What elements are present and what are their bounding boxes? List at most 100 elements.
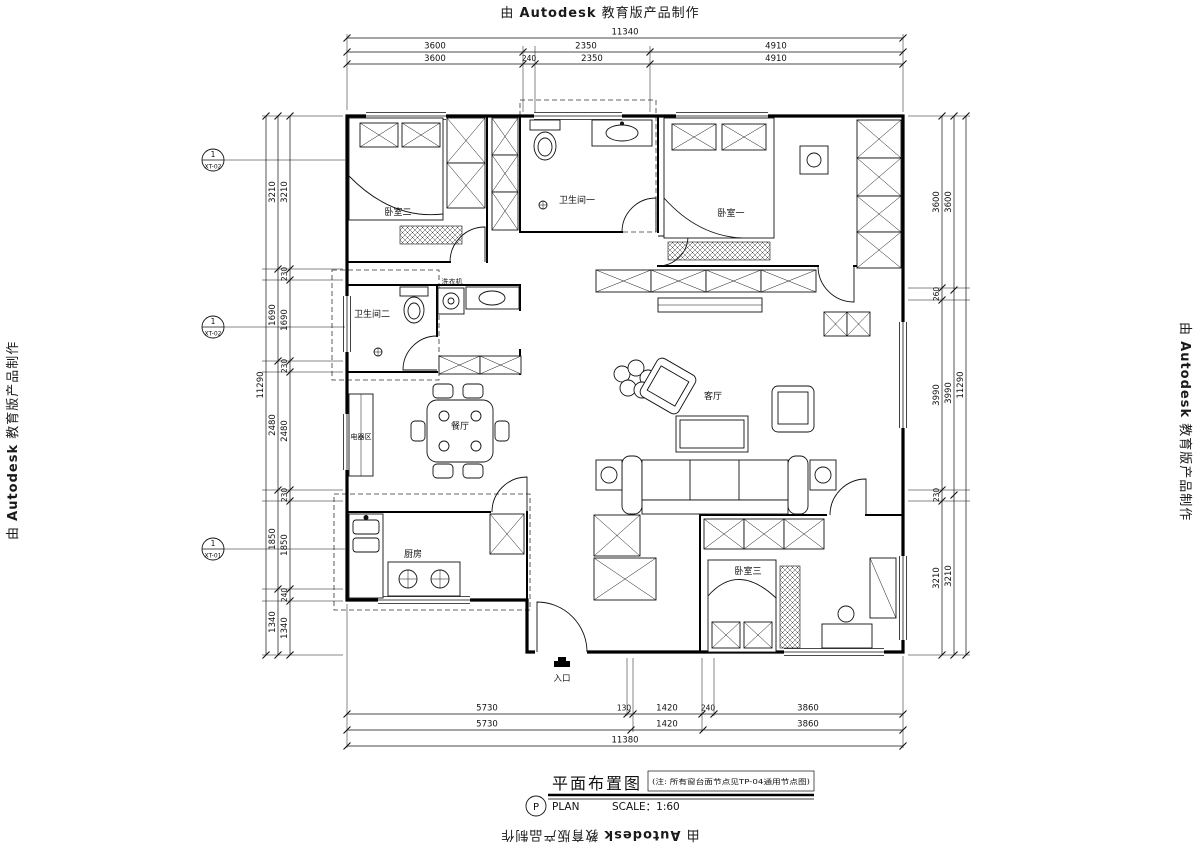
dim-label: 1420 [656, 704, 678, 714]
dim-label: 230 [280, 488, 289, 503]
side-table [809, 459, 837, 491]
detail-marker: 1 XT-02 [201, 148, 345, 172]
dim-label: 3600 [932, 191, 942, 213]
dim-label: 3600 [424, 42, 446, 52]
marker-code: XT-02 [205, 331, 222, 338]
room-label-bathroom1: 卫生间一 [559, 194, 595, 206]
room-label-bedroom1: 卧室一 [717, 207, 744, 219]
room-labels: 卧室二 卫生间一 卧室一 卫生间二 洗衣机 餐厅 电器区 客厅 厨房 卧室三 入… [351, 194, 762, 684]
dim-label: 2480 [280, 420, 290, 442]
drawing-title: 平面布置图 [552, 774, 642, 793]
armchair [771, 385, 815, 433]
watermark-bottom: 由 Autodesk 教育版产品制作 [500, 827, 700, 842]
dim-label: 230 [932, 488, 941, 503]
dim-label: 3210 [944, 565, 954, 587]
dim-label: 5730 [476, 720, 498, 730]
dining-table [410, 383, 510, 479]
dim-label: 2480 [268, 414, 278, 436]
bed [348, 117, 444, 221]
room-label-bedroom3: 卧室三 [734, 565, 761, 577]
room-label-living: 客厅 [704, 390, 722, 402]
title-block: 平面布置图 (注: 所有窗台面节点见TP-04通用节点图) P PLAN SCA… [525, 770, 815, 817]
dim-label: 2350 [575, 42, 597, 52]
sofa [621, 455, 809, 515]
marker-code: XT-01 [205, 553, 222, 560]
laundry-sink [465, 286, 520, 310]
watermark-right: 由 Autodesk 教育版产品制作 [1177, 322, 1192, 522]
room-label-bedroom2: 卧室二 [384, 206, 411, 218]
dimensions-left: 11290 3210 1690 2480 1850 1340 3210 230 … [256, 112, 343, 659]
window [378, 595, 470, 605]
dimensions-right: 3600 260 3990 230 3210 3600 3990 3210 11… [908, 112, 970, 659]
stove [387, 561, 461, 597]
floor-drain [538, 200, 548, 210]
plan-word: PLAN [552, 801, 579, 813]
side-table [595, 459, 623, 491]
dim-label: 3600 [944, 191, 954, 213]
room-label-washing-machine: 洗衣机 [442, 277, 463, 286]
entrance-opening [535, 648, 587, 656]
bedside-chair [799, 145, 829, 175]
dim-label: 240 [701, 704, 716, 713]
dim-label: 240 [522, 54, 537, 63]
dim-label: 3990 [932, 384, 942, 406]
room-label-dining: 餐厅 [451, 420, 469, 432]
dim-label: 11290 [956, 371, 966, 398]
dim-label: 3860 [797, 704, 819, 714]
floor-drain [373, 347, 383, 357]
dimensions-top: 11340 3600 2350 4910 3600 240 2350 4910 [343, 28, 907, 112]
dim-label: 130 [617, 704, 632, 713]
dim-label: 230 [280, 267, 289, 282]
dimensions-bottom: 5730 130 1420 240 3860 5730 1420 3860 11… [343, 604, 907, 750]
dim-label: 2350 [581, 54, 603, 64]
armchair [639, 357, 697, 415]
cabinets [438, 117, 902, 601]
dim-label: 1850 [280, 534, 290, 556]
window [534, 111, 622, 121]
marker-number: 1 [211, 317, 216, 326]
room-label-entrance: 入口 [553, 674, 570, 684]
toilet [529, 119, 561, 161]
detail-markers: 1 XT-02 1 XT-02 1 XT-01 [201, 148, 345, 561]
dim-label: 3990 [944, 382, 954, 404]
window [784, 647, 884, 657]
dim-label: 3600 [424, 54, 446, 64]
dim-label: 240 [280, 588, 289, 603]
coffee-table [675, 415, 749, 453]
marker-code: XT-02 [205, 164, 222, 171]
dim-label: 260 [932, 287, 941, 302]
dim-label: 3210 [932, 567, 942, 589]
watermark-left: 由 Autodesk 教育版产品制作 [6, 340, 21, 540]
scale-label: SCALE：1:60 [612, 801, 680, 813]
toilet [399, 286, 429, 324]
dim-label: 1690 [268, 304, 278, 326]
dim-label: 11380 [611, 736, 638, 746]
watermark-top: 由 Autodesk 教育版产品制作 [500, 6, 700, 21]
dim-label: 5730 [476, 704, 498, 714]
rugs [399, 225, 801, 649]
plan-symbol: P [533, 802, 539, 813]
marker-number: 1 [211, 150, 216, 159]
marker-number: 1 [211, 539, 216, 548]
sink-vanity [591, 119, 653, 147]
windows [342, 111, 908, 657]
dim-label: 4910 [765, 54, 787, 64]
window [898, 322, 908, 428]
desk [821, 605, 873, 649]
dim-label: 11290 [256, 371, 266, 398]
room-label-kitchen: 厨房 [404, 548, 422, 560]
furniture [348, 117, 897, 653]
dim-label: 1850 [268, 528, 278, 550]
detail-marker: 1 XT-02 [201, 315, 345, 339]
appliance-cabinet [348, 393, 374, 477]
bed [663, 117, 775, 239]
bed [707, 559, 777, 653]
dim-label: 230 [280, 359, 289, 374]
dim-label: 11340 [611, 28, 638, 38]
dim-label: 4910 [765, 42, 787, 52]
dim-label: 1420 [656, 720, 678, 730]
dim-label: 1340 [268, 611, 278, 633]
plant [613, 359, 657, 399]
